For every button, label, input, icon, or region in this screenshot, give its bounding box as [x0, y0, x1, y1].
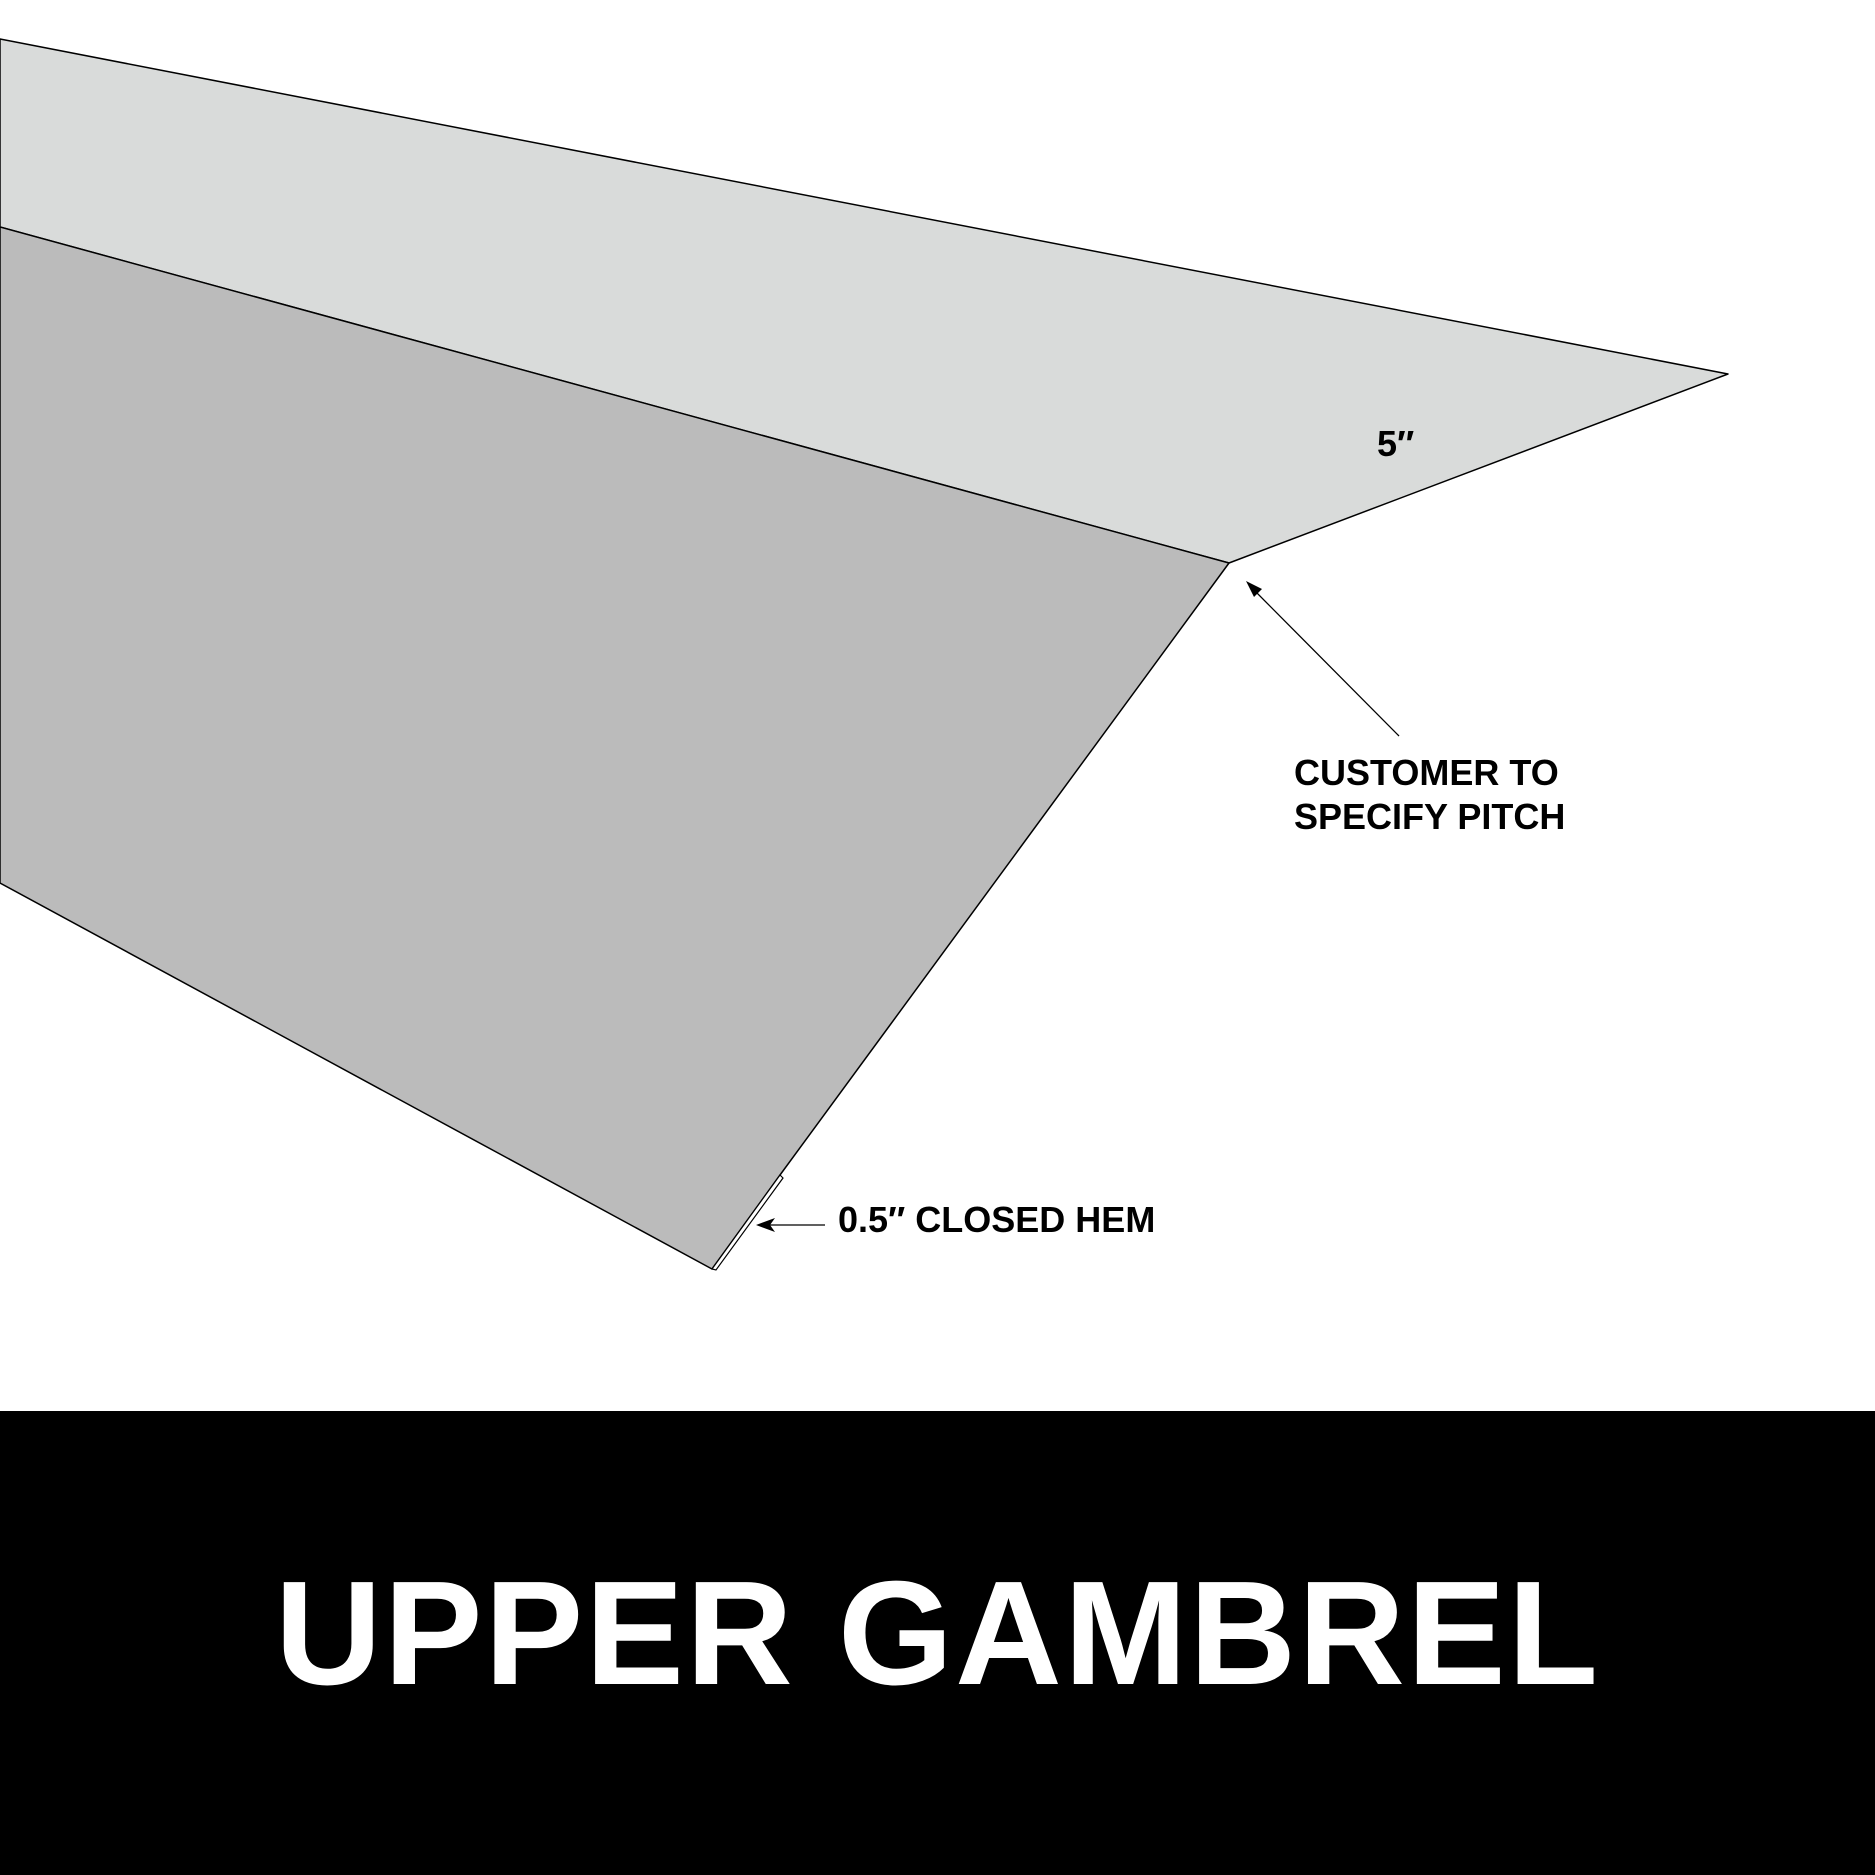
hem-label: 0.5″ CLOSED HEM [838, 1199, 1155, 1240]
hem-arrow [756, 1218, 825, 1232]
product-title: UPPER GAMBREL [274, 1551, 1601, 1716]
closed-hem [710, 1174, 784, 1271]
width-label: 5″ [1377, 423, 1414, 464]
pitch-arrow [1246, 581, 1400, 737]
title-band [0, 1411, 1875, 1875]
pitch-label-line2: SPECIFY PITCH [1294, 796, 1565, 837]
pitch-label-line1: CUSTOMER TO [1294, 752, 1559, 793]
